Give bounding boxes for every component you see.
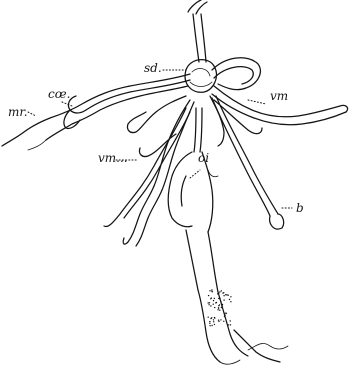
stipple-dot (230, 296, 231, 297)
stipple-dot (218, 321, 219, 322)
stipple-dot (210, 305, 211, 306)
stipple-dot (214, 307, 215, 308)
stipple-dot (211, 325, 212, 326)
label-oi: oi (198, 151, 209, 165)
stipple-dot (224, 313, 225, 314)
label-b: b (296, 201, 304, 215)
right-tubes (210, 86, 348, 229)
stipple-dot (209, 321, 210, 322)
stipple-dot (219, 304, 220, 305)
stipple-dot (224, 316, 225, 317)
stipple-dot (230, 301, 231, 302)
stipple-dot (213, 304, 214, 305)
stipple-dot (225, 294, 226, 295)
stipple-dot (215, 302, 216, 303)
stipple-dot (229, 299, 230, 300)
stipple-dot (230, 320, 231, 321)
stipple-dot (213, 319, 214, 320)
stipple-dot (220, 301, 221, 302)
stipple-dot (223, 321, 224, 322)
stipple-dot (218, 320, 219, 321)
label-vm-right: vm (270, 89, 288, 103)
stipple-dot (218, 307, 219, 308)
gut (168, 152, 288, 364)
stipple-dot (211, 297, 212, 298)
stipple-dot (219, 298, 220, 299)
stipple-dot (221, 306, 222, 307)
stipple-dot (224, 314, 225, 315)
stipple-dot (208, 295, 209, 296)
stipple-dot (209, 323, 210, 324)
stipple-dot (230, 324, 231, 325)
stipple-dot (219, 291, 220, 292)
stipple-dot (226, 294, 227, 295)
stipple-dot (217, 293, 218, 294)
central-knot (185, 60, 216, 93)
stipple-dot (221, 290, 222, 291)
stipple-dot (211, 289, 212, 290)
salivary-duct (188, 0, 207, 62)
stipple-dot (219, 310, 220, 311)
stipple-dot (223, 299, 224, 300)
stippled-region (208, 289, 232, 326)
stipple-dot (208, 317, 209, 318)
label-coe: cœ. (48, 87, 70, 101)
label-vm-left: vm... (98, 151, 128, 165)
stipple-dot (214, 324, 215, 325)
stipple-dot (209, 290, 210, 291)
stipple-dot (208, 302, 209, 303)
stipple-dot (220, 319, 221, 320)
stipple-dot (223, 295, 224, 296)
label-sd: sd. (144, 61, 162, 75)
left-tubes (104, 96, 202, 246)
stipple-dot (222, 304, 223, 305)
stipple-dot (211, 291, 212, 292)
stipple-dot (213, 300, 214, 301)
stipple-dot (209, 302, 210, 303)
stipple-dot (209, 325, 210, 326)
stipple-dot (228, 295, 229, 296)
stipple-dot (222, 292, 223, 293)
stipple-dot (213, 321, 214, 322)
stipple-dot (208, 304, 209, 305)
stipple-dot (228, 324, 229, 325)
label-mr: mr. (8, 105, 28, 119)
stipple-dot (214, 317, 215, 318)
right-loop (212, 58, 260, 90)
malpighian-tubes-left (2, 74, 190, 150)
stipple-dot (210, 318, 211, 319)
stipple-dot (217, 309, 218, 310)
stipple-dot (214, 298, 215, 299)
stipple-dot (225, 312, 226, 313)
